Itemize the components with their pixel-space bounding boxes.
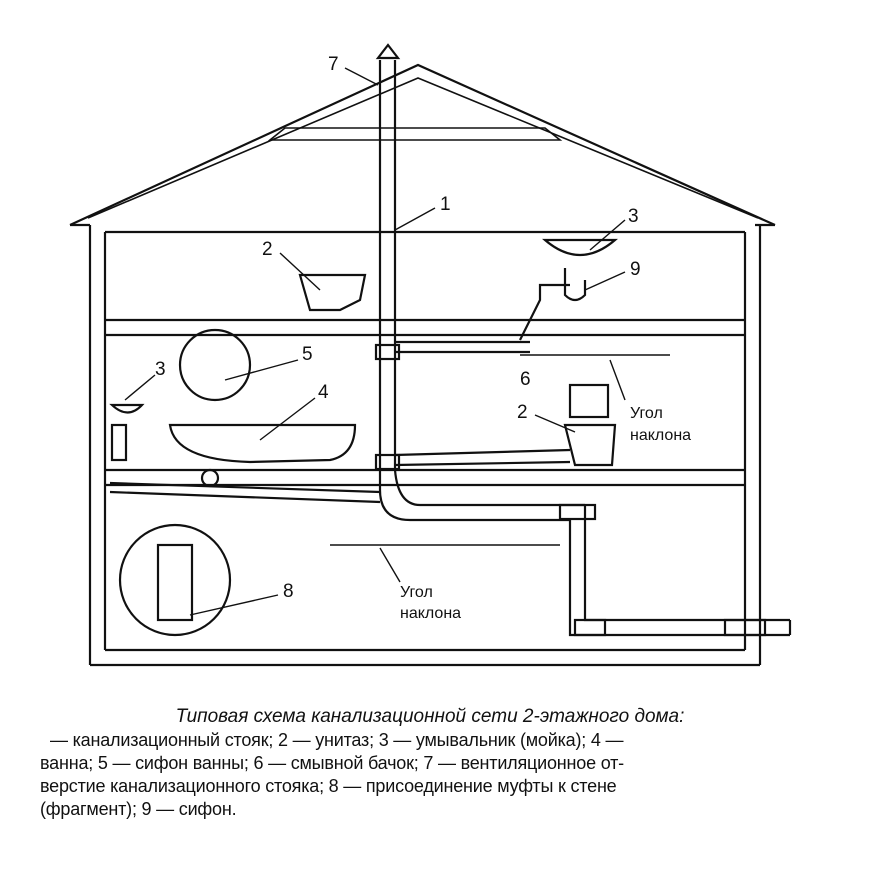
leader-lines (124, 67, 626, 616)
siphon-detail-circle (178, 328, 252, 402)
caption-line: ванна; 5 — сифон ванны; 6 — смывной бачо… (40, 753, 624, 773)
slope-note-lower-2: наклона (400, 605, 461, 622)
slope-note-upper-1: Угол (630, 405, 663, 422)
sewer-diagram: 7 1 2 3 9 5 4 3 6 2 8 Угол наклона Угол … (69, 43, 792, 667)
washbasin-top-icon (542, 238, 618, 257)
label-9: 9 (630, 259, 641, 280)
label-5: 5 (302, 344, 313, 365)
label-2-top: 2 (262, 239, 273, 260)
branch-pipes (109, 283, 670, 546)
number-labels: 7 1 2 3 9 5 4 3 6 2 8 Угол наклона Угол … (155, 54, 691, 622)
figure-caption: Типовая схема канализационной сети 2-эта… (40, 705, 810, 821)
fixtures (109, 238, 618, 637)
caption-title: Типовая схема канализационной сети 2-эта… (175, 706, 685, 727)
cistern-icon (568, 383, 610, 419)
label-3-lower: 3 (155, 359, 166, 380)
slope-note-upper-2: наклона (630, 427, 691, 444)
toilet-lower-icon (563, 423, 617, 467)
label-2-lower: 2 (517, 402, 528, 423)
label-7: 7 (328, 54, 339, 75)
wall-coupling-detail-circle (118, 523, 232, 637)
label-3-top: 3 (628, 206, 639, 227)
label-4: 4 (318, 382, 329, 403)
house-outline (69, 63, 776, 667)
label-1: 1 (440, 194, 451, 215)
toilet-top-icon (298, 273, 367, 312)
washbasin-lower-icon (109, 403, 145, 414)
caption-line: (фрагмент); 9 — сифон. (40, 799, 237, 819)
floor-slabs (105, 318, 745, 487)
label-8: 8 (283, 581, 294, 602)
label-6: 6 (520, 369, 531, 390)
bathtub-icon (168, 423, 357, 464)
slope-note-lower-1: Угол (400, 584, 433, 601)
caption-line: — канализационный стояк; 2 — унитаз; 3 —… (50, 730, 624, 750)
riser-pipe (374, 43, 792, 637)
caption-line: верстие канализационного стояка; 8 — при… (40, 776, 617, 796)
